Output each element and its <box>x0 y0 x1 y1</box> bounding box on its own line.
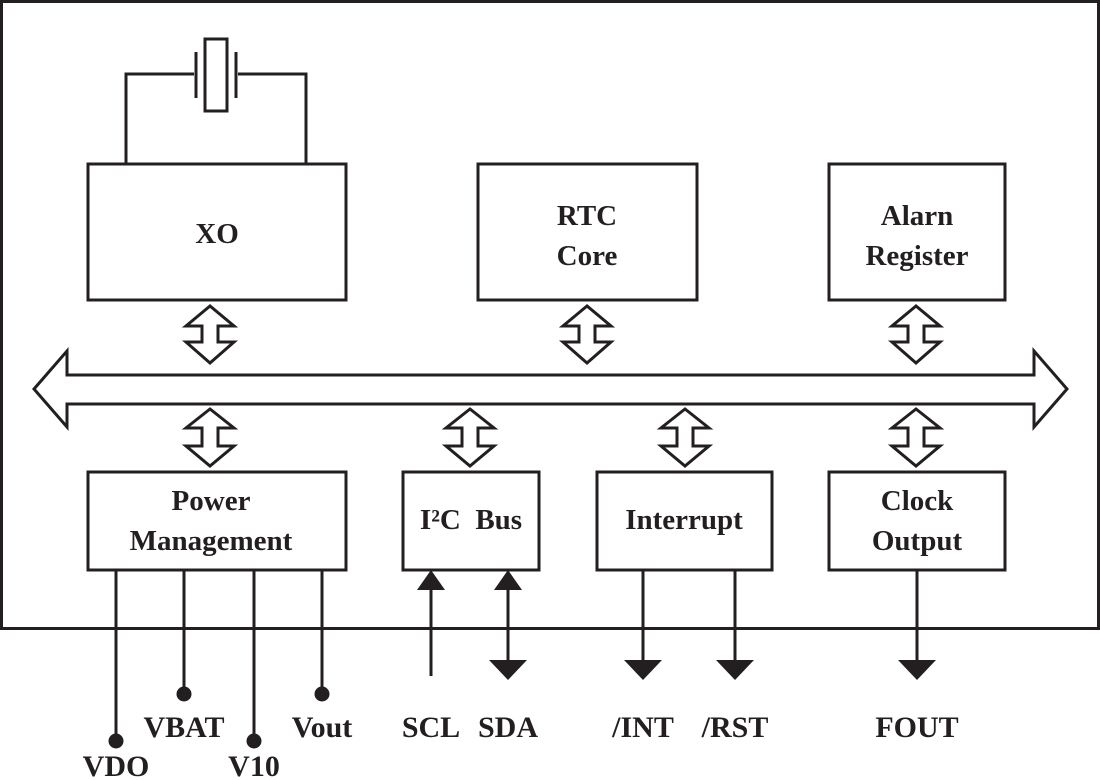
connector-xo-bus <box>181 304 239 365</box>
sda-label: SDA <box>478 711 538 744</box>
alarm-register-block: Alarn Register <box>827 162 1007 302</box>
fout-label: FOUT <box>875 711 958 744</box>
interrupt-label: Interrupt <box>625 504 743 536</box>
scl-input-arrow <box>417 570 445 676</box>
interrupt-block: Interrupt <box>595 470 774 572</box>
connector-rtc-bus <box>558 304 616 365</box>
rst-output-arrow <box>716 570 754 680</box>
vbat-label: VBAT <box>143 711 224 744</box>
vdo-label: VDO <box>83 750 150 780</box>
i2c-bus-block: I²C Bus <box>401 470 541 572</box>
vbat-pin-line <box>176 570 192 702</box>
vout-label: Vout <box>292 711 353 744</box>
xo-label: XO <box>195 218 239 250</box>
rtc-core-block: RTC Core <box>476 162 699 302</box>
alarm-register-label-line2: Register <box>865 240 968 272</box>
connector-clock-bus <box>887 407 945 468</box>
vout-pin-line <box>314 570 330 702</box>
clock-output-label-line2: Output <box>872 525 963 557</box>
power-management-label-line2: Management <box>130 525 293 557</box>
clock-output-block: Clock Output <box>827 470 1007 572</box>
v10-label: V10 <box>228 750 280 780</box>
vdo-pin-line <box>108 570 124 749</box>
crystal-symbol <box>124 37 308 163</box>
power-management-block: Power Management <box>86 470 348 572</box>
rtc-core-label-line1: RTC <box>557 200 617 232</box>
chip-outline <box>0 0 1100 630</box>
int-label: /INT <box>611 711 674 744</box>
i2c-bus-label: I²C Bus <box>420 504 522 536</box>
rtc-core-label-line2: Core <box>557 240 618 272</box>
rst-label: /RST <box>701 711 769 744</box>
power-management-label-line1: Power <box>172 485 251 517</box>
clock-output-label-line1: Clock <box>881 485 954 517</box>
fout-output-arrow <box>898 570 936 680</box>
int-output-arrow <box>624 570 662 680</box>
connector-alarm-bus <box>887 304 945 365</box>
connector-power-bus <box>181 407 239 468</box>
connector-interrupt-bus <box>656 407 714 468</box>
connector-i2c-bus <box>441 407 499 468</box>
alarm-register-label-line1: Alarn <box>881 200 954 232</box>
xo-block: XO <box>86 162 348 302</box>
internal-bus-arrow <box>32 346 1069 432</box>
sda-bidirectional-arrow <box>489 570 527 680</box>
v10-pin-line <box>246 570 262 749</box>
scl-label: SCL <box>402 711 460 744</box>
